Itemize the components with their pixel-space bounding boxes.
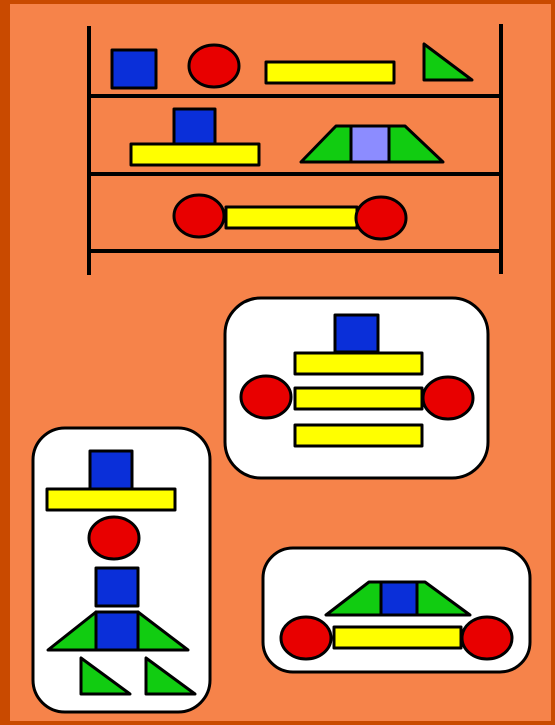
blue-square — [96, 612, 138, 650]
yellow-bar — [295, 388, 422, 409]
light-blue-window — [351, 126, 389, 162]
tiered-figure-panel — [225, 298, 488, 478]
red-circle — [423, 377, 473, 419]
red-circle — [281, 617, 331, 659]
blue-square — [112, 50, 156, 88]
red-circle — [462, 617, 512, 659]
yellow-bar — [266, 62, 394, 83]
yellow-bar — [295, 425, 422, 446]
yellow-bar — [295, 353, 422, 374]
blue-square — [96, 568, 138, 606]
yellow-bar — [226, 207, 357, 228]
yellow-bar — [47, 489, 175, 510]
red-circle — [189, 45, 239, 87]
blue-square — [174, 109, 215, 144]
blue-square — [90, 451, 132, 489]
yellow-bar — [334, 627, 461, 648]
blue-square — [381, 582, 417, 615]
blue-square — [335, 315, 378, 352]
robot-figure-panel — [33, 428, 210, 712]
car-figure-panel — [263, 548, 530, 672]
yellow-bar — [131, 144, 259, 165]
red-circle — [356, 197, 406, 239]
red-circle — [89, 517, 139, 559]
red-circle — [241, 376, 291, 418]
red-circle — [174, 195, 224, 237]
